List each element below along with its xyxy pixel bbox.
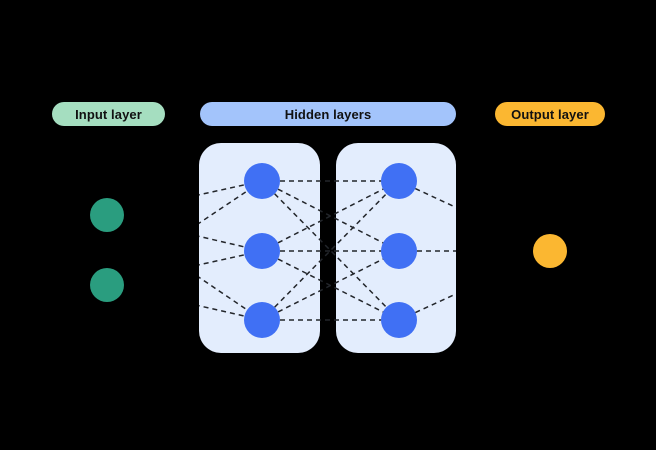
edge-group [199, 180, 456, 321]
node-output-1 [533, 234, 567, 268]
input-layer-label: Input layer [52, 102, 165, 126]
node-hidden-1-1 [244, 163, 280, 199]
hidden-layers-label: Hidden layers [200, 102, 456, 126]
output-layer-label: Output layer [495, 102, 605, 126]
node-hidden-2-1 [381, 163, 417, 199]
node-input-1 [90, 198, 124, 232]
node-hidden-1-2 [244, 233, 280, 269]
node-input-2 [90, 268, 124, 302]
node-hidden-2-3 [381, 302, 417, 338]
node-hidden-1-3 [244, 302, 280, 338]
node-hidden-2-2 [381, 233, 417, 269]
